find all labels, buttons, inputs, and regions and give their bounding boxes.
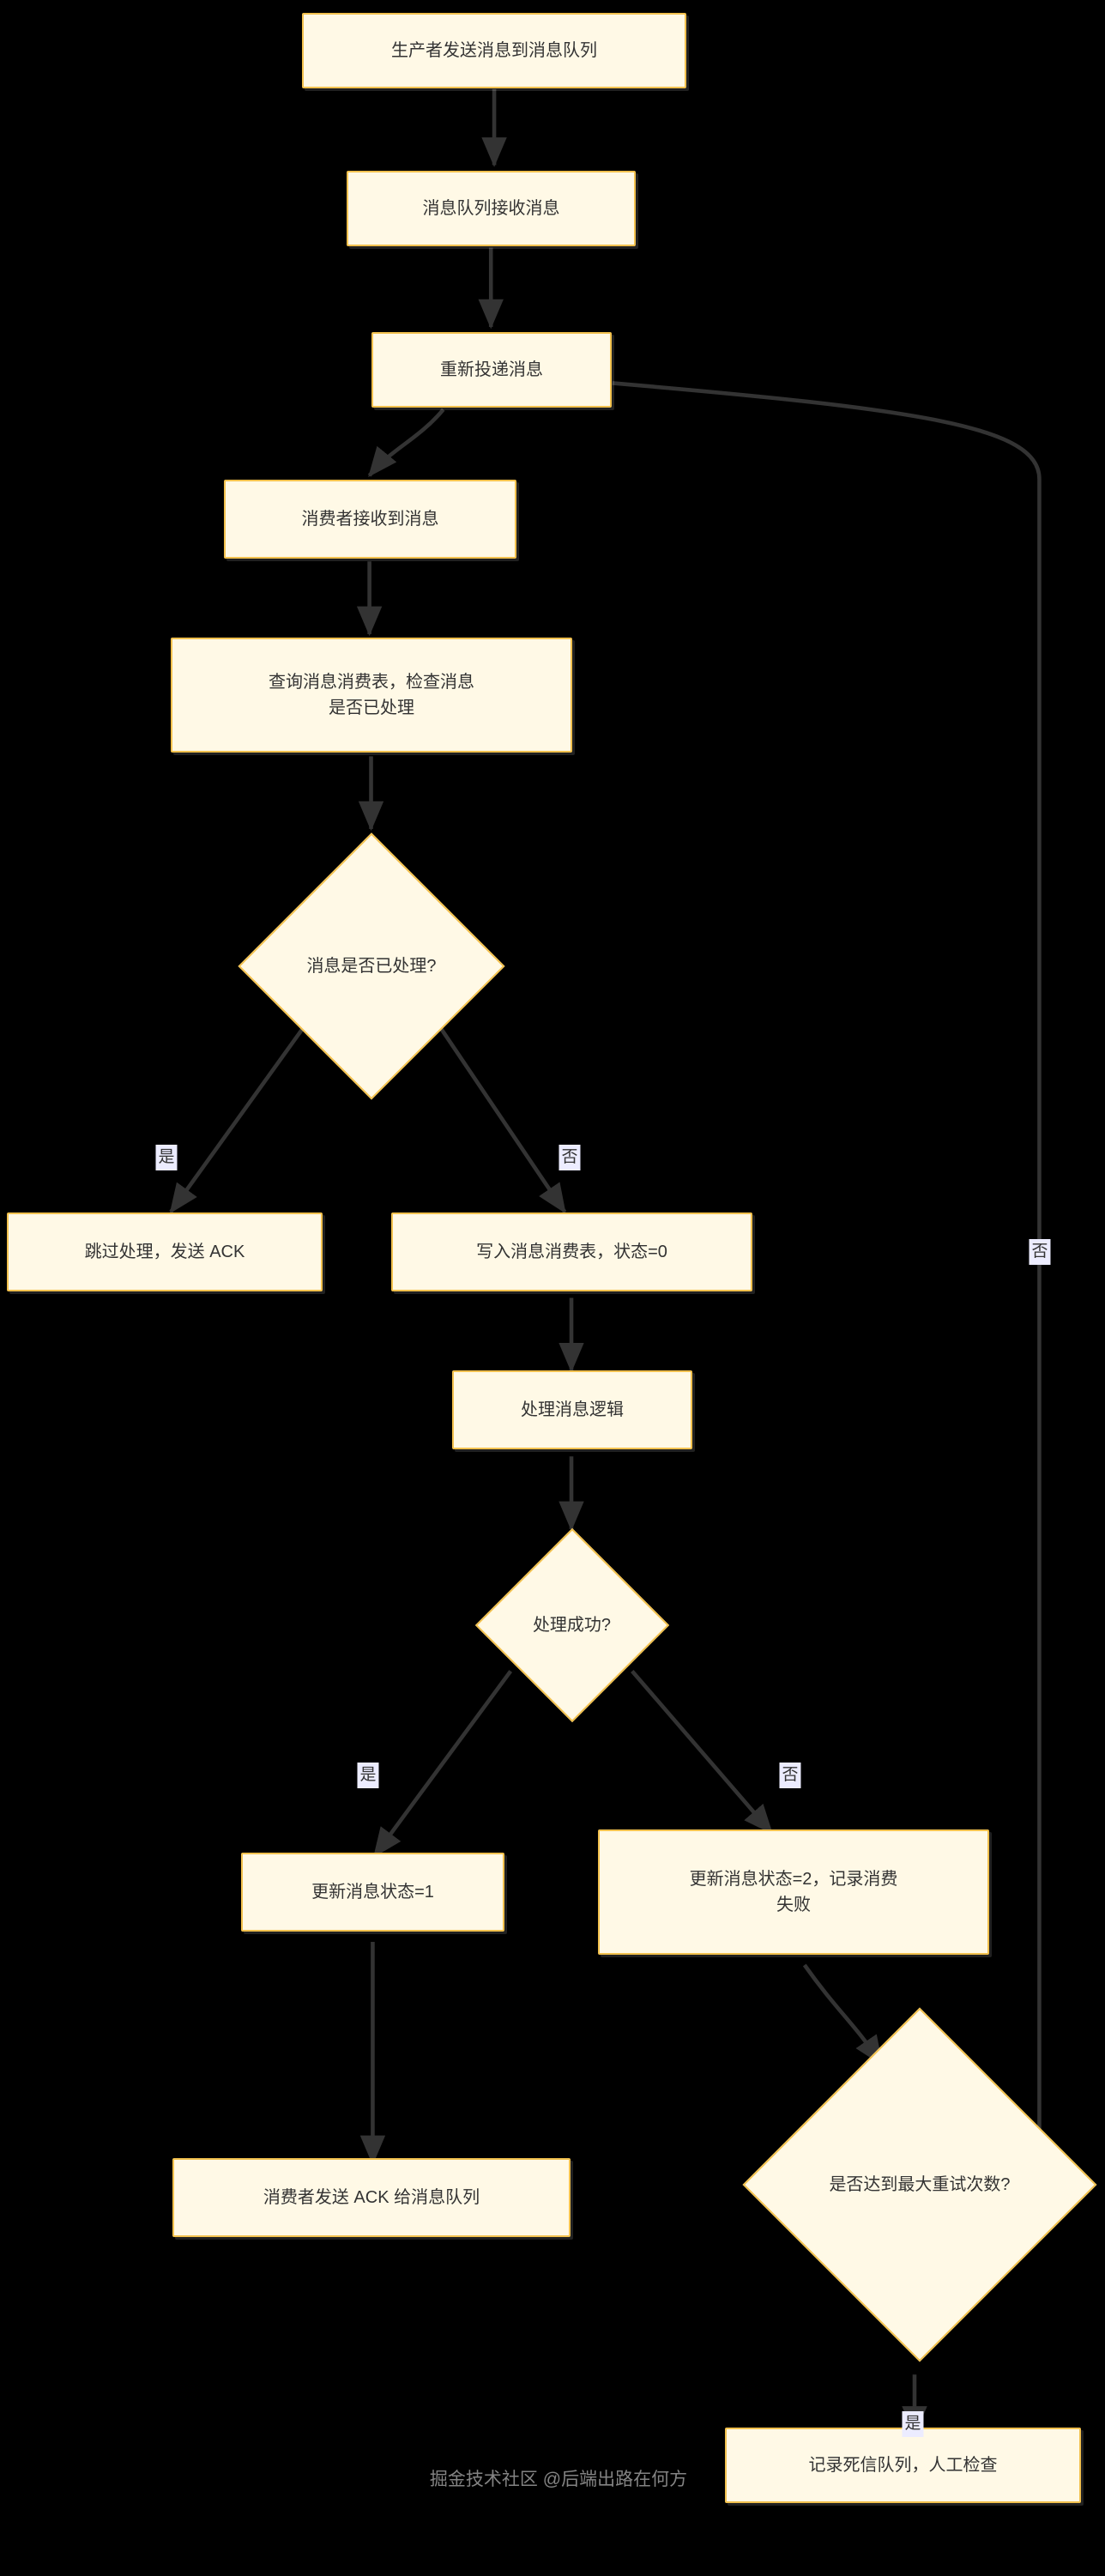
node-redeliver[interactable]: 重新投递消息 xyxy=(371,332,612,408)
node-label: 处理消息逻辑 xyxy=(521,1400,624,1419)
node-label: 处理成功? xyxy=(532,1616,612,1635)
node-producer-send[interactable]: 生产者发送消息到消息队列 xyxy=(302,13,686,88)
edge-label-yes-processed: 是 xyxy=(155,1145,178,1170)
node-label: 查询消息消费表，检查消息 是否已处理 xyxy=(269,673,474,717)
node-label: 写入消息消费表，状态=0 xyxy=(476,1243,667,1261)
node-query-consume-table[interactable]: 查询消息消费表，检查消息 是否已处理 xyxy=(171,638,572,753)
edge-label-no-success: 否 xyxy=(779,1763,801,1788)
node-label: 消息是否已处理? xyxy=(306,957,437,976)
node-label: 消息队列接收消息 xyxy=(422,199,560,218)
node-label: 跳过处理，发送 ACK xyxy=(84,1243,245,1261)
node-label: 是否达到最大重试次数? xyxy=(829,2175,1011,2194)
decision-process-success[interactable]: 处理成功? xyxy=(470,1527,673,1723)
node-process-logic[interactable]: 处理消息逻辑 xyxy=(452,1370,692,1449)
edge-label-no-max-retry: 否 xyxy=(1029,1239,1051,1265)
decision-max-retry[interactable]: 是否达到最大重试次数? xyxy=(742,2007,1097,2362)
edge-label-no-processed: 否 xyxy=(559,1145,581,1170)
decision-already-processed[interactable]: 消息是否已处理? xyxy=(230,831,513,1101)
node-label: 消费者发送 ACK 给消息队列 xyxy=(263,2188,480,2207)
node-label: 记录死信队列，人工检查 xyxy=(808,2456,998,2475)
node-send-ack-to-mq[interactable]: 消费者发送 ACK 给消息队列 xyxy=(172,2158,571,2237)
node-mq-receive[interactable]: 消息队列接收消息 xyxy=(347,171,636,246)
node-label: 生产者发送消息到消息队列 xyxy=(391,41,597,60)
watermark-text: 掘金技术社区 @后端出路在何方 xyxy=(429,2470,688,2489)
node-label: 消费者接收到消息 xyxy=(301,510,439,529)
node-dead-letter-queue[interactable]: 记录死信队列，人工检查 xyxy=(725,2428,1081,2503)
node-consumer-receive[interactable]: 消费者接收到消息 xyxy=(224,480,516,559)
node-label: 更新消息状态=2，记录消费 失败 xyxy=(689,1870,898,1914)
edge-label-yes-max-retry: 是 xyxy=(902,2411,924,2437)
node-label: 重新投递消息 xyxy=(440,360,543,379)
node-update-status-1[interactable]: 更新消息状态=1 xyxy=(241,1853,504,1932)
edge-label-yes-success: 是 xyxy=(357,1763,379,1788)
node-update-status-2[interactable]: 更新消息状态=2，记录消费 失败 xyxy=(598,1829,989,1955)
node-label: 更新消息状态=1 xyxy=(311,1883,434,1902)
node-skip-send-ack[interactable]: 跳过处理，发送 ACK xyxy=(7,1212,323,1291)
node-insert-consume-table[interactable]: 写入消息消费表，状态=0 xyxy=(391,1212,752,1291)
